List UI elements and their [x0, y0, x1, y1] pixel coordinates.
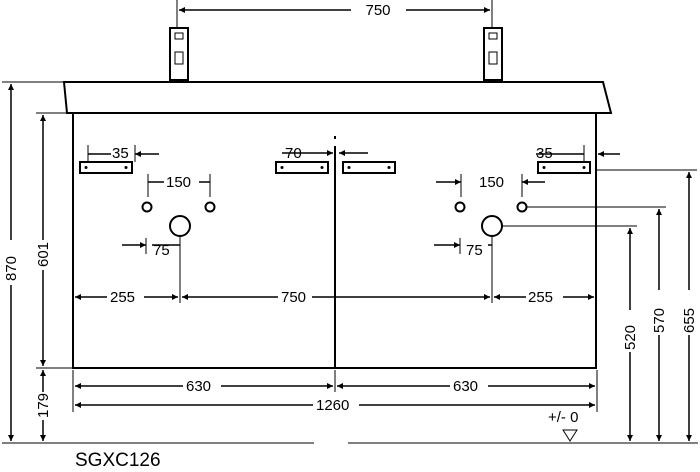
dim-left-75: 75	[153, 242, 170, 259]
dim-center-70: 70	[285, 145, 302, 162]
dim-door-630-left: 630	[186, 378, 211, 395]
washbasin-top	[62, 81, 613, 114]
pipe-hole-right-a	[454, 201, 466, 213]
dim-door-630-right: 630	[453, 378, 478, 395]
level-marker-icon	[562, 429, 578, 442]
dim-h-255-left: 255	[110, 289, 135, 306]
dim-height-870: 870	[3, 256, 20, 281]
pipe-hole-left-b	[204, 201, 216, 213]
wall-bracket-right	[483, 0, 503, 81]
pipe-hole-right-b	[516, 201, 528, 213]
drain-hole-left	[169, 215, 191, 237]
dim-height-570: 570	[651, 308, 668, 333]
dim-height-179: 179	[35, 393, 52, 418]
dim-left-35: 35	[112, 145, 129, 162]
dim-left-150: 150	[166, 174, 191, 191]
pipe-hole-left-a	[141, 201, 153, 213]
model-label: SGXC126	[75, 450, 161, 471]
dim-right-150: 150	[479, 174, 504, 191]
dim-total-1260: 1260	[316, 397, 349, 414]
handle-center-left	[275, 161, 329, 174]
dim-h-255-right: 255	[528, 289, 553, 306]
dim-height-655: 655	[681, 308, 698, 333]
dim-right-75: 75	[466, 242, 483, 259]
handle-right	[537, 161, 591, 174]
wall-bracket-left	[169, 0, 189, 81]
dim-height-601: 601	[35, 242, 52, 267]
dim-top-750: 750	[365, 2, 390, 19]
handle-left	[79, 161, 133, 174]
dim-right-35: 35	[536, 145, 553, 162]
dim-height-520: 520	[622, 325, 639, 350]
drain-hole-right	[481, 215, 503, 237]
handle-center-right	[342, 161, 396, 174]
dim-h-750: 750	[281, 289, 306, 306]
dim-tolerance: +/- 0	[548, 409, 578, 426]
